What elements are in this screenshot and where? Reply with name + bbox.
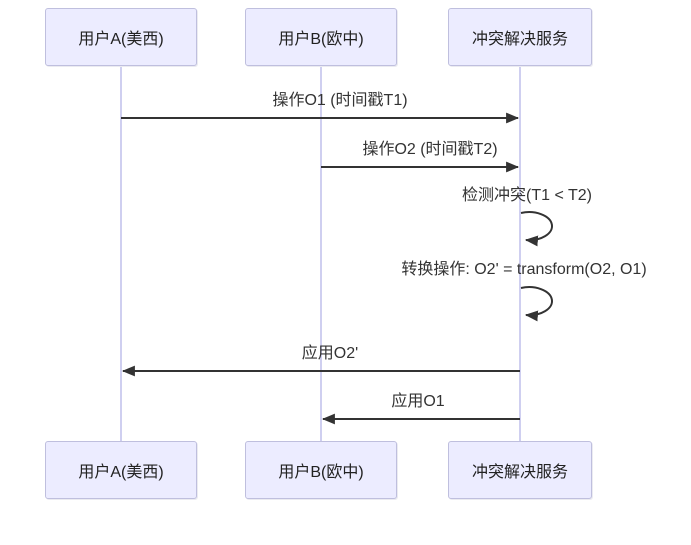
actor-label-user-b-bottom: 用户B(欧中) <box>278 464 364 481</box>
actor-box-user-a-top: 用户A(美西) <box>45 8 197 66</box>
actor-label-service-bottom: 冲突解决服务 <box>471 464 568 481</box>
message-label-operation-o1: 操作O1 (时间戳T1) <box>272 92 408 109</box>
actor-box-service-bottom: 冲突解决服务 <box>448 441 592 499</box>
actor-box-user-a-bottom: 用户A(美西) <box>45 441 197 499</box>
actor-box-user-b-top: 用户B(欧中) <box>245 8 397 66</box>
message-label-apply-o1: 应用O1 <box>391 393 445 410</box>
self-loop-detect-conflict <box>520 211 554 247</box>
message-label-detect-conflict: 检测冲突(T1 < T2) <box>462 187 592 204</box>
actor-box-user-b-bottom: 用户B(欧中) <box>245 441 397 499</box>
actor-box-service-top: 冲突解决服务 <box>448 8 592 66</box>
message-label-transform-operation: 转换操作: O2' = transform(O2, O1) <box>401 261 647 278</box>
message-label-operation-o2: 操作O2 (时间戳T2) <box>362 141 498 158</box>
self-loop-transform-operation <box>520 286 554 322</box>
actor-label-user-a-bottom: 用户A(美西) <box>78 464 164 481</box>
actor-label-user-b-top: 用户B(欧中) <box>278 31 364 48</box>
message-label-apply-o2prime: 应用O2' <box>301 345 359 362</box>
actor-label-service-top: 冲突解决服务 <box>471 31 568 48</box>
actor-label-user-a-top: 用户A(美西) <box>78 31 164 48</box>
